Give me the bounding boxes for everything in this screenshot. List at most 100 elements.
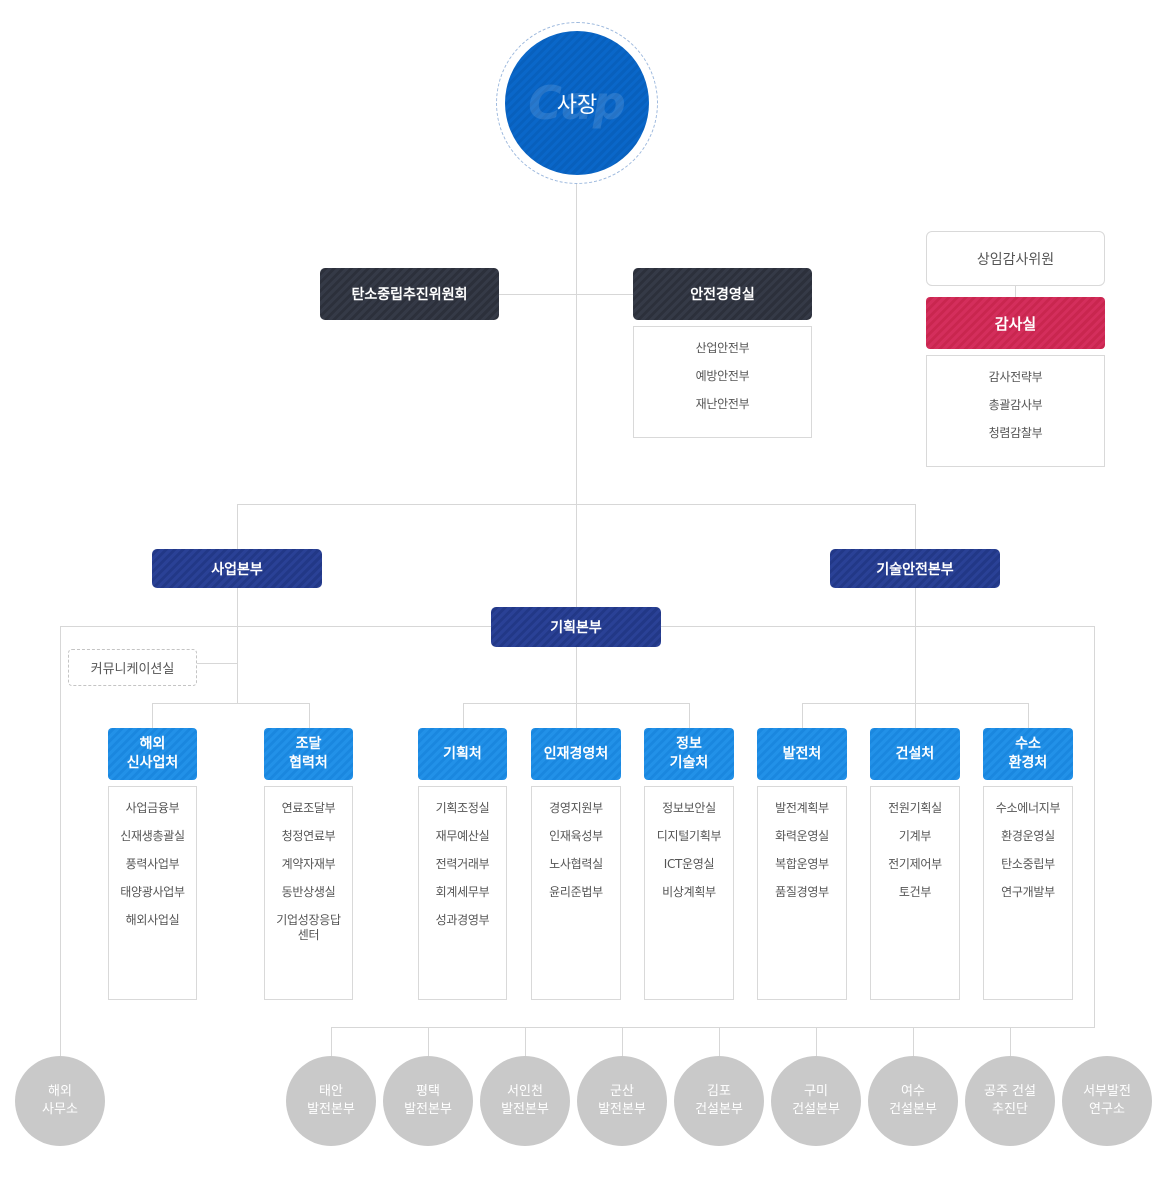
branch-circle-gumi[interactable]: 구미 건설본부 (771, 1056, 861, 1146)
line-tech-bar (802, 703, 1029, 704)
dept-hr-management[interactable]: 인재경영처 (531, 728, 621, 780)
ceo-node[interactable]: Cap 사장 (505, 31, 649, 175)
line-outer-right (1094, 626, 1095, 1028)
list-item: 재난안전부 (695, 397, 750, 411)
list-item: 탄소중립부 (1001, 857, 1055, 871)
branch-circle-research-institute[interactable]: 서부발전 연구소 (1062, 1056, 1152, 1146)
dept-list-power-generation: 발전계획부 화력운영실 복합운영부 품질경영부 (757, 786, 847, 1000)
planning-hq-box[interactable]: 기획본부 (491, 607, 661, 647)
line-communication (197, 663, 237, 664)
dept-power-generation[interactable]: 발전처 (757, 728, 847, 780)
line-ceo-trunk (576, 183, 577, 607)
carbon-neutral-committee-box[interactable]: 탄소중립추진위원회 (320, 268, 499, 320)
list-item: 감사전략부 (988, 370, 1043, 384)
line-business-bar (152, 703, 310, 704)
overseas-office-circle[interactable]: 해외 사무소 (15, 1056, 105, 1146)
list-item: 청정연료부 (281, 829, 336, 843)
list-item: 연료조달부 (281, 801, 336, 815)
audit-office-box[interactable]: 감사실 (926, 297, 1105, 349)
dept-overseas-new-business[interactable]: 해외 신사업처 (108, 728, 197, 780)
list-item: 예방안전부 (695, 369, 750, 383)
line-branch4-drop (622, 1027, 623, 1057)
list-item: 발전계획부 (775, 801, 829, 815)
ceo-ring (496, 22, 658, 184)
tech-safety-hq-box[interactable]: 기술안전본부 (830, 549, 1000, 588)
line-dept5-drop (689, 703, 690, 728)
dept-planning[interactable]: 기획처 (418, 728, 507, 780)
standing-auditor-box[interactable]: 상임감사위원 (926, 231, 1105, 286)
list-item: 윤리준법부 (549, 885, 603, 899)
line-tech-drop (915, 504, 916, 550)
list-item: 기업성장응답 센터 (276, 913, 341, 942)
list-item: ICT운영실 (663, 857, 715, 871)
list-item: 인재육성부 (549, 829, 603, 843)
dept-list-hydrogen-environment: 수소에너지부 환경운영실 탄소중립부 연구개발부 (983, 786, 1073, 1000)
list-item: 기계부 (898, 829, 932, 843)
list-item: 비상계획부 (662, 885, 716, 899)
line-hq-bar (237, 504, 916, 505)
list-item: 재무예산실 (435, 829, 490, 843)
list-item: 회계세무부 (435, 885, 490, 899)
list-item: 전원기획실 (888, 801, 942, 815)
list-item: 태양광사업부 (120, 885, 185, 899)
list-item: 전기제어부 (888, 857, 942, 871)
line-branch2-drop (428, 1027, 429, 1057)
dept-list-planning: 기획조정실 재무예산실 전력거래부 회계세무부 성과경영부 (418, 786, 507, 1000)
branch-circle-seoincheon[interactable]: 서인천 발전본부 (480, 1056, 570, 1146)
list-item: 노사협력실 (549, 857, 603, 871)
list-item: 토건부 (898, 885, 932, 899)
branch-circle-yeosu[interactable]: 여수 건설본부 (868, 1056, 958, 1146)
line-branch-bar (331, 1027, 1095, 1028)
line-business-drop (237, 504, 238, 550)
line-branch7-drop (913, 1027, 914, 1057)
line-branch8-drop (1010, 1027, 1011, 1057)
ceo-title: 사장 (556, 93, 598, 118)
list-item: 총괄감사부 (988, 398, 1043, 412)
branch-circle-gunsan[interactable]: 군산 발전본부 (577, 1056, 667, 1146)
branch-circle-pyeongtaek[interactable]: 평택 발전본부 (383, 1056, 473, 1146)
list-item: 전력거래부 (435, 857, 490, 871)
line-dept3-drop (463, 703, 464, 728)
list-item: 수소에너지부 (995, 801, 1061, 815)
line-audit-link (1015, 286, 1016, 297)
list-item: 해외사업실 (125, 913, 180, 927)
audit-sub-list: 감사전략부 총괄감사부 청렴감찰부 (926, 355, 1105, 467)
line-planning-down (576, 647, 577, 728)
line-branch6-drop (816, 1027, 817, 1057)
list-item: 환경운영실 (1001, 829, 1055, 843)
dept-list-procurement: 연료조달부 청정연료부 계약자재부 동반상생실 기업성장응답 센터 (264, 786, 353, 1000)
dept-construction[interactable]: 건설처 (870, 728, 960, 780)
communication-office-box[interactable]: 커뮤니케이션실 (68, 649, 197, 686)
branch-circle-gongju[interactable]: 공주 건설 추진단 (965, 1056, 1055, 1146)
branch-circle-taean[interactable]: 태안 발전본부 (286, 1056, 376, 1146)
list-item: 복합운영부 (775, 857, 829, 871)
dept-information-technology[interactable]: 정보 기술처 (644, 728, 734, 780)
list-item: 청렴감찰부 (988, 426, 1043, 440)
list-item: 신재생총괄실 (120, 829, 185, 843)
list-item: 화력운영실 (775, 829, 829, 843)
line-dept6-drop (802, 703, 803, 728)
dept-list-construction: 전원기획실 기계부 전기제어부 토건부 (870, 786, 960, 1000)
list-item: 동반상생실 (281, 885, 336, 899)
safety-sub-list: 산업안전부 예방안전부 재난안전부 (633, 326, 812, 438)
dept-list-hr-management: 경영지원부 인재육성부 노사협력실 윤리준법부 (531, 786, 621, 1000)
line-dept8-drop (1028, 703, 1029, 728)
line-planning-bar (463, 703, 690, 704)
line-branch1-drop (331, 1027, 332, 1057)
business-hq-box[interactable]: 사업본부 (152, 549, 322, 588)
branch-circle-gimpo[interactable]: 김포 건설본부 (674, 1056, 764, 1146)
dept-procurement[interactable]: 조달 협력처 (264, 728, 353, 780)
company-logo-watermark: Cap (528, 76, 626, 130)
list-item: 성과경영부 (435, 913, 490, 927)
line-tech-down (915, 588, 916, 728)
line-committee-safety (498, 294, 634, 295)
line-branch3-drop (525, 1027, 526, 1057)
list-item: 풍력사업부 (125, 857, 180, 871)
line-dept1-drop (152, 703, 153, 728)
line-business-down (237, 588, 238, 703)
list-item: 디지털기획부 (656, 829, 722, 843)
dept-hydrogen-environment[interactable]: 수소 환경처 (983, 728, 1073, 780)
list-item: 품질경영부 (775, 885, 829, 899)
list-item: 연구개발부 (1001, 885, 1055, 899)
safety-management-office-box[interactable]: 안전경영실 (633, 268, 812, 320)
